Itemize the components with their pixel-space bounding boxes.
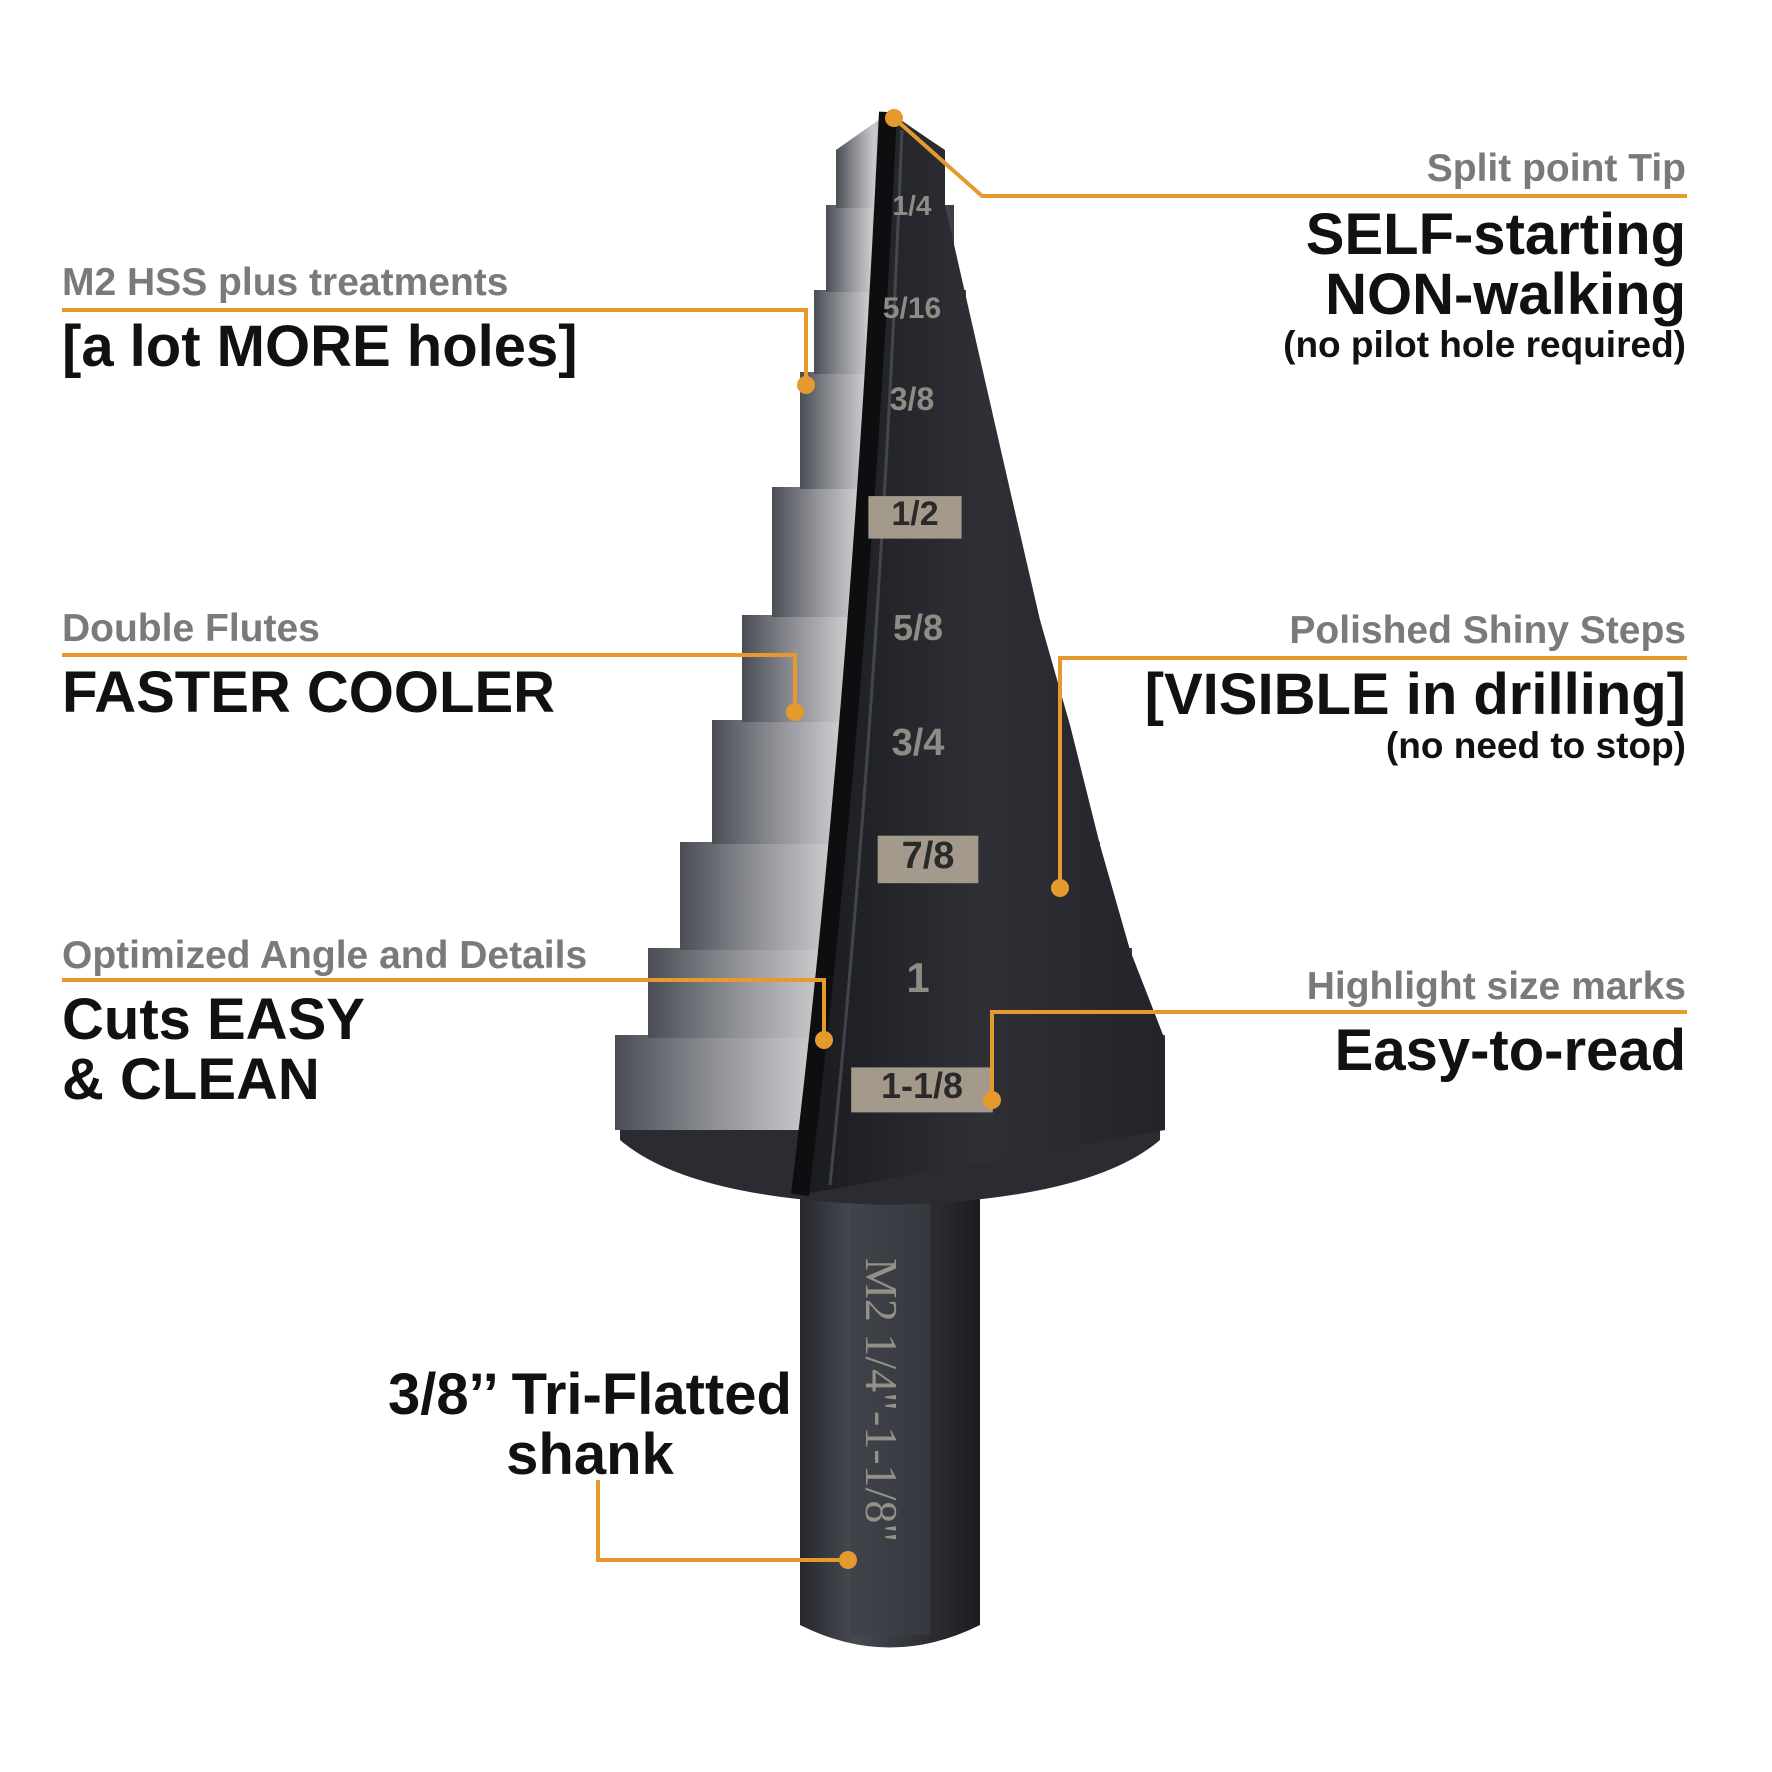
material-callout: M2 HSS plus treatments [a lot MORE holes…: [62, 261, 578, 379]
marks-callout: Highlight size marks Easy-to-read: [1306, 965, 1686, 1083]
callout-lines: [62, 116, 1687, 1562]
shank-callout: 3/8’’ Tri-Flatted shank: [370, 1365, 810, 1484]
shank-engraving: M2 1/4"-1-1/8": [856, 1258, 907, 1542]
size-mark-label: 1/4: [893, 190, 932, 221]
tip-note: (no pilot hole required): [1283, 324, 1686, 366]
flutes-headline: FASTER COOLER: [62, 659, 556, 725]
callout-dot: [815, 1031, 833, 1049]
angle-headline-line-2: & CLEAN: [62, 1046, 320, 1112]
flute-highlight: [828, 129, 904, 1186]
size-mark-label: 5/8: [893, 607, 943, 648]
size-mark-highlight: [877, 835, 979, 884]
size-mark-highlight: [851, 1067, 993, 1113]
callout-line-tip: [892, 116, 1687, 198]
marks-label: Highlight size marks: [1306, 965, 1686, 1008]
angle-headline-line-1: Cuts EASY: [62, 986, 365, 1052]
steps-headline: [VISIBLE in drilling]: [1144, 661, 1686, 727]
shank-headline-line-2: shank: [506, 1421, 674, 1487]
steps-callout: Polished Shiny Steps [VISIBLE in drillin…: [1144, 609, 1686, 767]
size-marks: 1/4 5/16 3/8 1/2 5/8 3/4 7/8 1 1-1/8: [851, 190, 993, 1113]
callout-dot: [839, 1551, 857, 1569]
callout-line-steps: [1058, 656, 1687, 888]
steps-label: Polished Shiny Steps: [1289, 609, 1686, 652]
size-mark-label: 7/8: [902, 835, 955, 877]
tip-headline-line-1: SELF-starting: [1305, 201, 1686, 267]
steps-note: (no need to stop): [1385, 724, 1686, 766]
callout-dot: [983, 1091, 1001, 1109]
callout-dot: [885, 109, 903, 127]
callout-dot: [797, 376, 815, 394]
angle-callout: Optimized Angle and Details Cuts EASY & …: [62, 934, 588, 1112]
callout-dots: [786, 109, 1069, 1569]
callout-line-marks: [990, 1010, 1687, 1100]
flutes-callout: Double Flutes FASTER COOLER: [62, 607, 556, 725]
material-headline: [a lot MORE holes]: [62, 313, 578, 379]
size-mark-highlight: [868, 496, 962, 539]
size-mark-label: 1: [906, 954, 929, 1001]
tip-label: Split point Tip: [1426, 147, 1686, 190]
size-mark-label: 3/4: [892, 722, 945, 764]
callout-line-shank: [596, 1480, 848, 1562]
marks-headline: Easy-to-read: [1334, 1017, 1686, 1083]
callout-line-material: [62, 308, 808, 385]
callout-line-angle: [62, 978, 826, 1040]
tip-headline-line-2: NON-walking: [1325, 261, 1686, 327]
size-mark-label: 3/8: [890, 381, 934, 417]
callout-line-flutes: [62, 653, 797, 712]
size-mark-label: 1/2: [891, 495, 938, 533]
size-mark-label: 1-1/8: [881, 1065, 963, 1106]
flutes-label: Double Flutes: [62, 607, 320, 650]
size-mark-label: 5/16: [883, 292, 941, 325]
flute-edge: [791, 111, 897, 1197]
shank-headline-line-1: 3/8’’ Tri-Flatted: [388, 1362, 792, 1427]
callout-dot: [1051, 879, 1069, 897]
tip-callout: Split point Tip SELF-starting NON-walkin…: [1283, 147, 1686, 367]
callout-dot: [786, 703, 804, 721]
shank-flat: [850, 1195, 930, 1635]
material-label: M2 HSS plus treatments: [62, 261, 509, 304]
angle-label: Optimized Angle and Details: [62, 934, 588, 977]
